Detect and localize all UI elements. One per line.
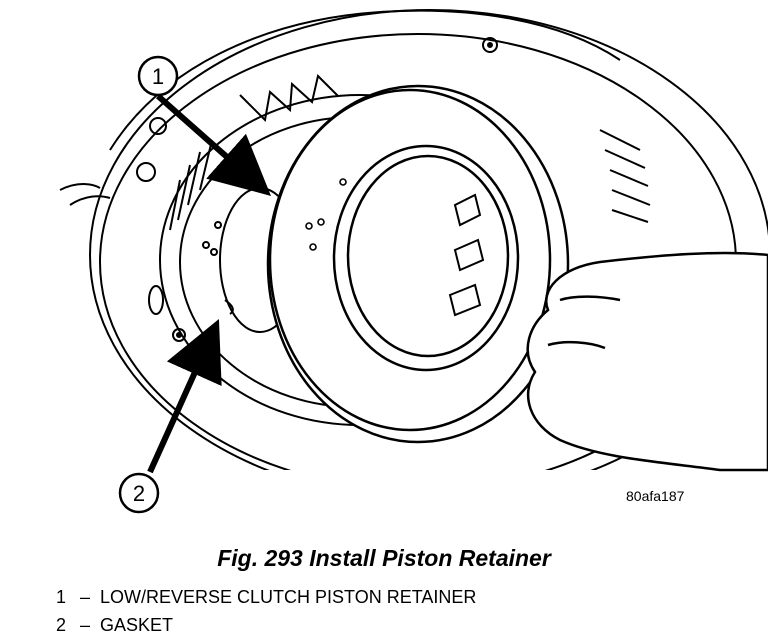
callout-arrows [147,93,271,474]
callout-1-label: 1 [152,64,164,89]
hand [526,251,768,472]
legend-item-dash: – [79,587,90,607]
callout-2-label: 2 [133,481,145,506]
legend-item: 2–GASKET [56,611,476,639]
legend-item-text: GASKET [100,615,174,635]
callout-1: 1 [137,55,179,97]
piston-retainer [266,84,570,444]
legend-item-text: LOW/REVERSE CLUTCH PISTON RETAINER [100,587,477,607]
figure-code: 80afa187 [626,488,685,504]
legend-item-dash: – [79,615,90,635]
figure-caption: Fig. 293 Install Piston Retainer [217,545,551,571]
legend-item-number: 1 [56,587,67,607]
legend: 1–LOW/REVERSE CLUTCH PISTON RETAINER 2–G… [56,583,476,639]
legend-item-number: 2 [56,615,67,635]
callout-2: 2 [118,472,160,514]
piston-retainer-illustration: 1 2 [59,9,768,514]
legend-item: 1–LOW/REVERSE CLUTCH PISTON RETAINER [56,583,476,611]
